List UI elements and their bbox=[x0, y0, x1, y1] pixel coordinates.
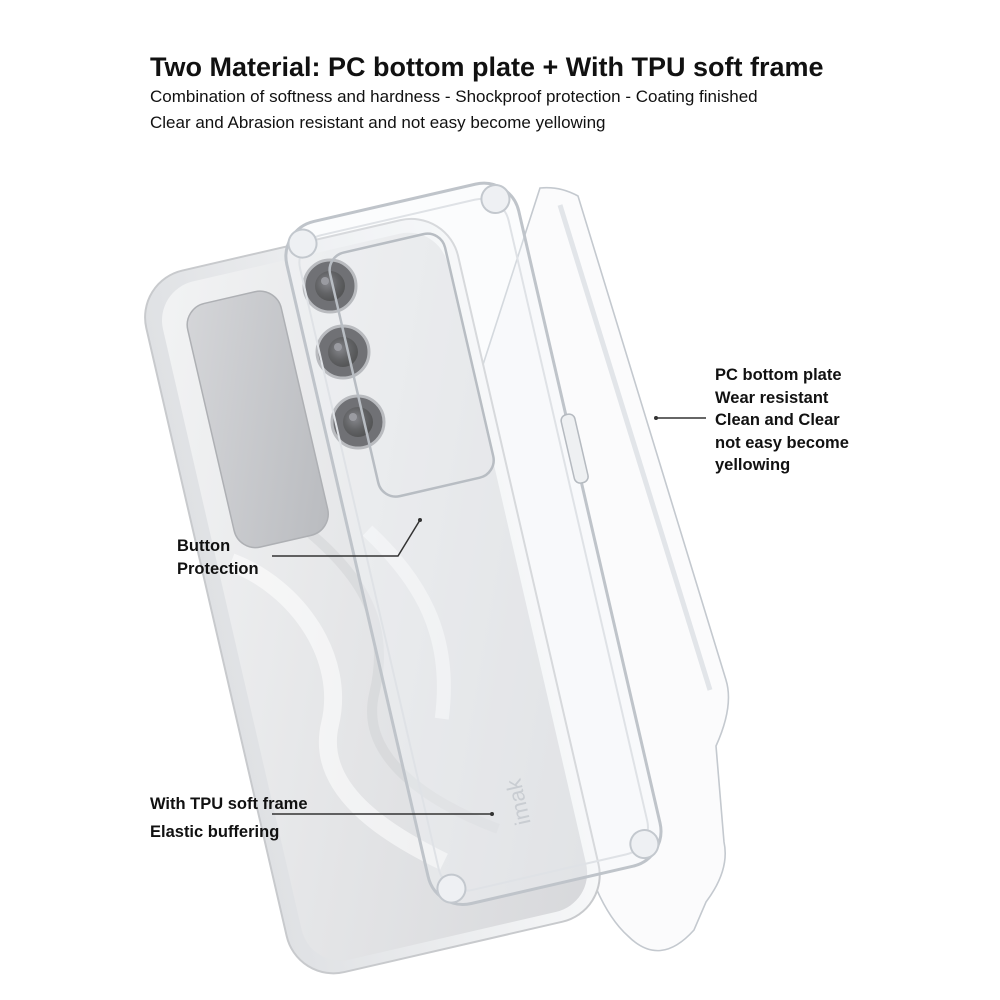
button-leader-line bbox=[272, 519, 421, 557]
callout-pc-plate-line-3: Clean and Clear bbox=[715, 411, 840, 429]
tpu-frame-leader-dot bbox=[490, 812, 494, 816]
callout-pc-plate-line-1: PC bottom plate bbox=[715, 366, 842, 384]
callout-tpu-frame-line-2: Elastic buffering bbox=[150, 823, 280, 841]
pc-plate-highlight bbox=[557, 204, 713, 691]
button-leader-dot bbox=[418, 518, 422, 522]
subtitle-line-1: Combination of softness and hardness - S… bbox=[150, 87, 758, 106]
callout-tpu-frame: With TPU soft frame Elastic buffering bbox=[150, 790, 308, 846]
callout-pc-plate-line-5: yellowing bbox=[715, 456, 791, 474]
pc-plate-leader-dot bbox=[654, 416, 658, 420]
camera-lens-1-icon bbox=[302, 258, 358, 314]
subtitle-line-2: Clear and Abrasion resistant and not eas… bbox=[150, 113, 606, 132]
pc-back-plate bbox=[419, 186, 730, 952]
phone bbox=[144, 217, 601, 975]
callout-button-line-1: Button bbox=[177, 537, 231, 555]
callout-pc-plate: PC bottom plate Wear resistant Clean and… bbox=[715, 364, 849, 477]
callout-button-line-2: Protection bbox=[177, 559, 259, 578]
header: Two Material: PC bottom plate + With TPU… bbox=[150, 50, 970, 136]
callout-pc-plate-line-2: Wear resistant bbox=[715, 388, 829, 407]
callout-pc-plate-line-4: not easy become bbox=[715, 433, 849, 452]
clear-case: imak bbox=[284, 181, 663, 906]
callout-tpu-frame-line-1: With TPU soft frame bbox=[150, 795, 308, 813]
callout-button: Button Protection bbox=[177, 535, 259, 580]
page-title: Two Material: PC bottom plate + With TPU… bbox=[150, 52, 824, 82]
